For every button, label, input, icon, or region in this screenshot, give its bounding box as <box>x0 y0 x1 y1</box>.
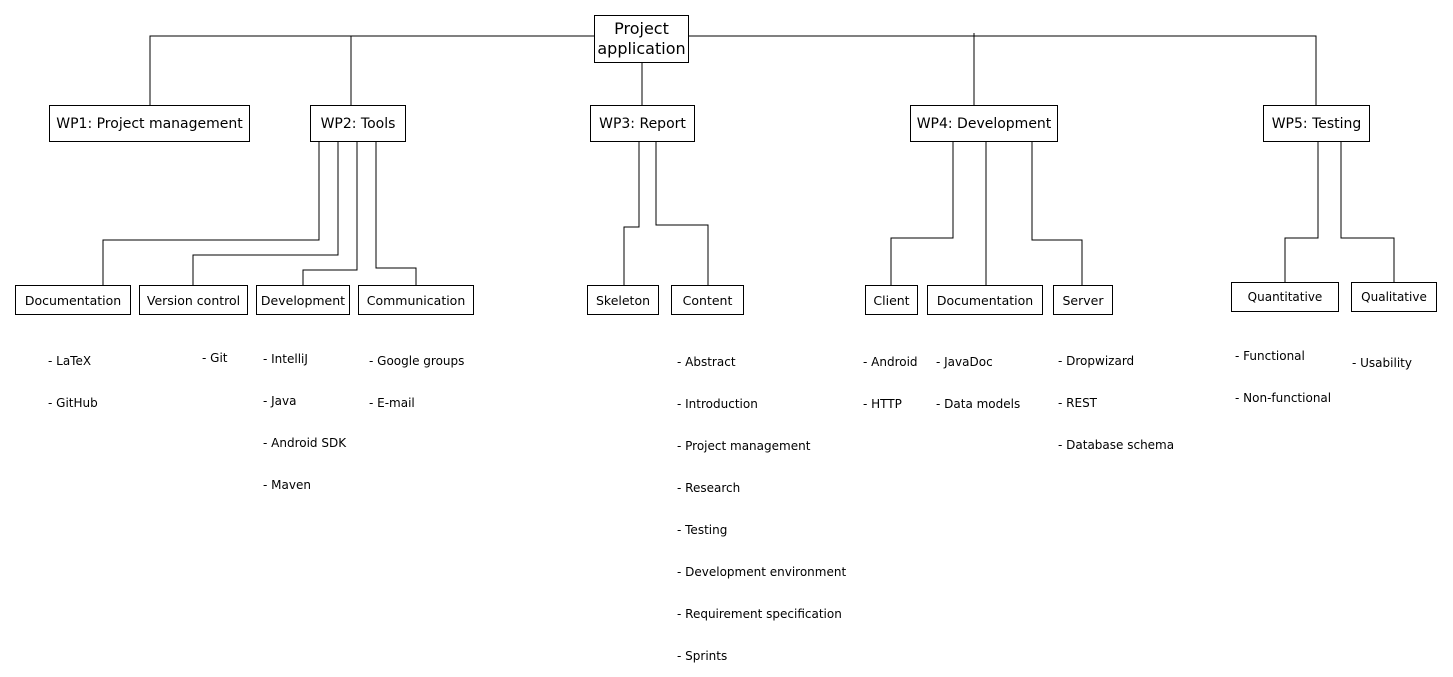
wp2-communication-node: Communication <box>358 285 474 315</box>
wp4-documentation-items: - JavaDoc - Data models <box>936 327 1020 425</box>
list-item: - Project management <box>677 439 811 453</box>
wp2-node: WP2: Tools <box>310 105 406 142</box>
list-item: - GitHub <box>48 396 98 410</box>
wp4-node: WP4: Development <box>910 105 1058 142</box>
wp5-quantitative-items: - Functional - Non-functional <box>1235 321 1331 419</box>
wp4-client-label: Client <box>873 292 910 308</box>
wp2-version-control-items: - Git <box>202 323 227 379</box>
list-item: - IntelliJ <box>263 352 308 366</box>
wp5-node: WP5: Testing <box>1263 105 1370 142</box>
list-item: - Introduction <box>677 397 758 411</box>
wp4-server-label: Server <box>1062 292 1104 308</box>
list-item: - Git <box>202 351 228 365</box>
list-item: - JavaDoc <box>936 355 993 369</box>
list-item: - Requirement specification <box>677 607 842 621</box>
list-item: - Dropwizard <box>1058 354 1135 368</box>
list-item: - Java <box>263 394 297 408</box>
wp4-label: WP4: Development <box>916 115 1052 132</box>
wp4-client-items: - Android - HTTP <box>863 327 918 425</box>
wp5-qualitative-node: Qualitative <box>1351 282 1437 312</box>
list-item: - Android SDK <box>263 436 347 450</box>
wp3-skeleton-label: Skeleton <box>595 292 651 308</box>
connector-lines <box>102 33 1395 285</box>
wp5-qualitative-label: Qualitative <box>1361 290 1427 304</box>
list-item: - LaTeX <box>48 354 92 368</box>
wp2-development-label: Development <box>260 292 346 308</box>
list-item: - REST <box>1058 396 1098 410</box>
list-item: - Data models <box>936 397 1021 411</box>
list-item: - Development environment <box>677 565 847 579</box>
wp2-documentation-items: - LaTeX - GitHub <box>48 326 98 424</box>
wp4-server-node: Server <box>1053 285 1113 315</box>
wp3-content-label: Content <box>682 292 733 308</box>
wp1-node: WP1: Project management <box>49 105 250 142</box>
list-item: - Sprints <box>677 649 728 663</box>
list-item: - HTTP <box>863 397 902 411</box>
wp2-documentation-node: Documentation <box>15 285 131 315</box>
wp3-label: WP3: Report <box>599 115 686 132</box>
wp3-node: WP3: Report <box>590 105 695 142</box>
wp2-label: WP2: Tools <box>320 115 396 132</box>
wp3-skeleton-node: Skeleton <box>587 285 659 315</box>
wp2-development-items: - IntelliJ - Java - Android SDK - Maven <box>263 324 346 506</box>
wp4-documentation-label: Documentation <box>936 292 1034 308</box>
wp5-label: WP5: Testing <box>1271 115 1362 132</box>
wp2-documentation-label: Documentation <box>24 292 122 308</box>
list-item: - Maven <box>263 478 311 492</box>
wp3-content-node: Content <box>671 285 744 315</box>
list-item: - Testing <box>677 523 728 537</box>
wp4-documentation-node: Documentation <box>927 285 1043 315</box>
list-item: - Research <box>677 481 741 495</box>
wp5-quantitative-node: Quantitative <box>1231 282 1339 312</box>
wp1-label: WP1: Project management <box>56 115 243 132</box>
wp2-communication-items: - Google groups - E-mail <box>369 326 464 424</box>
list-item: - E-mail <box>369 396 415 410</box>
list-item: - Google groups <box>369 354 465 368</box>
list-item: - Abstract <box>677 355 736 369</box>
list-item: - Functional <box>1235 349 1305 363</box>
wp4-server-items: - Dropwizard - REST - Database schema <box>1058 326 1174 466</box>
wp2-development-node: Development <box>256 285 350 315</box>
list-item: - Usability <box>1352 356 1412 370</box>
wp2-version-control-node: Version control <box>139 285 248 315</box>
wp3-content-items: - Abstract - Introduction - Project mana… <box>677 327 846 677</box>
wp2-version-control-label: Version control <box>146 292 241 308</box>
list-item: - Android <box>863 355 918 369</box>
list-item: - Non-functional <box>1235 391 1332 405</box>
root-label-line2: application <box>597 39 686 58</box>
wp5-qualitative-items: - Usability <box>1352 328 1412 384</box>
wp4-client-node: Client <box>865 285 918 315</box>
list-item: - Database schema <box>1058 438 1175 452</box>
root-node: Project application <box>594 15 689 63</box>
root-label-line1: Project <box>614 19 669 38</box>
wp5-quantitative-label: Quantitative <box>1247 290 1323 304</box>
wp2-communication-label: Communication <box>366 292 466 308</box>
